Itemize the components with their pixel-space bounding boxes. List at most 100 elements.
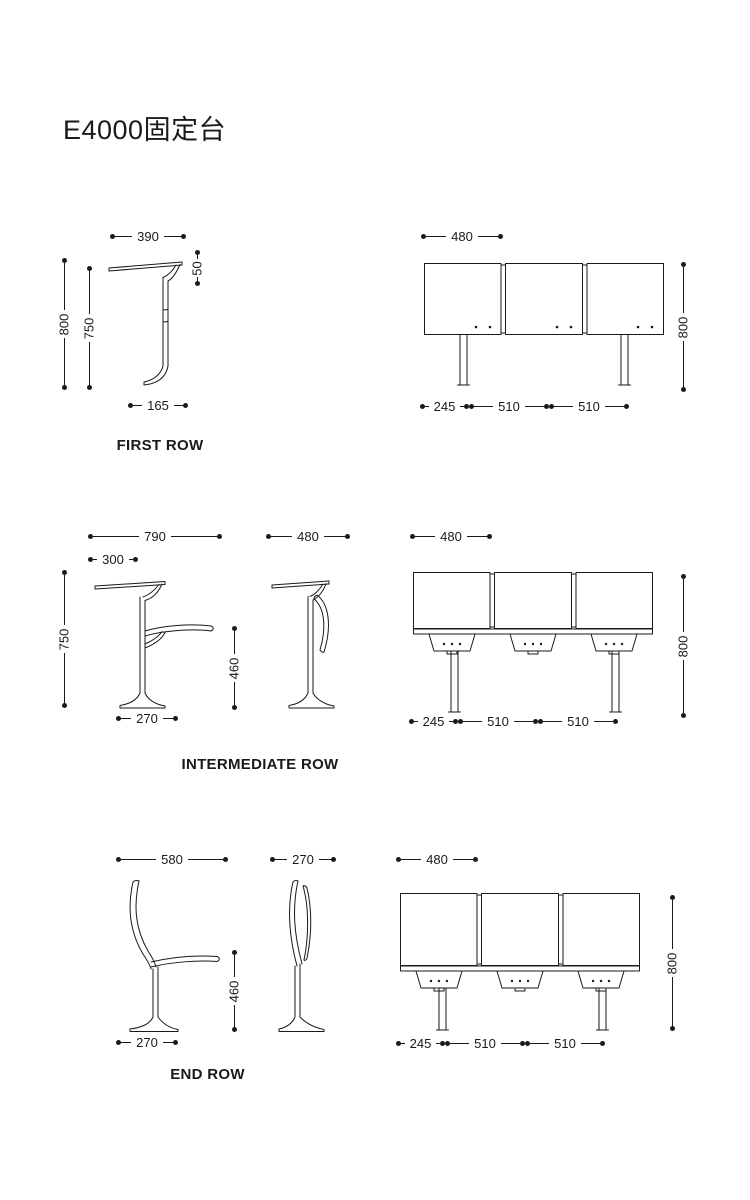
- dim-dot: [538, 718, 543, 724]
- dim-label: 800: [56, 313, 72, 335]
- dim-first-side-desk-height: 750: [82, 266, 97, 390]
- dim-label: 510: [487, 713, 509, 729]
- dim-label: 480: [297, 528, 319, 544]
- dim-label: 800: [675, 316, 691, 338]
- dim-end-side-base: 270: [116, 1034, 179, 1050]
- dim-line: [500, 1042, 521, 1044]
- dim-dot: [487, 533, 493, 539]
- dim-label: 800: [675, 635, 691, 657]
- dim-line: [604, 405, 625, 407]
- dim-end-front-pitch-a: 510: [445, 1035, 526, 1051]
- dim-line: [543, 720, 563, 722]
- dim-line: [173, 404, 184, 406]
- dim-dot: [420, 403, 425, 409]
- dim-line: [593, 720, 614, 722]
- dim-dot: [181, 233, 187, 239]
- intermediate-row-folded-side-view: [271, 580, 335, 709]
- dim-line: [474, 405, 494, 407]
- dim-dot: [410, 533, 415, 539]
- dim-label: 790: [144, 528, 166, 544]
- dim-dot: [116, 715, 121, 721]
- support-column: [307, 583, 327, 694]
- dim-line: [524, 405, 545, 407]
- dim-line: [93, 535, 140, 537]
- dim-label: 800: [664, 952, 680, 974]
- dim-line: [187, 858, 224, 860]
- dim-line: [513, 720, 534, 722]
- beam-rail: [413, 628, 653, 635]
- dim-first-front-pitch-a: 510: [469, 399, 550, 413]
- dim-line: [477, 235, 499, 237]
- support-column: [162, 264, 181, 367]
- dim-dot: [110, 233, 115, 239]
- dim-first-side-base: 165: [128, 398, 189, 412]
- support-column: [139, 583, 163, 694]
- dim-first-front-end-offset: 245: [420, 399, 470, 413]
- dim-intermediate-front-seat-width: 480: [410, 528, 493, 544]
- dim-line: [233, 955, 235, 977]
- dim-end-front-height: 800: [664, 895, 680, 1031]
- dim-first-front-pitch-b: 510: [549, 399, 630, 413]
- seat-back-panels: [413, 572, 653, 629]
- dim-dot: [128, 402, 133, 408]
- dim-label: 390: [137, 228, 159, 244]
- dim-line: [196, 277, 198, 281]
- dim-line: [121, 858, 157, 860]
- dim-dot: [266, 533, 271, 539]
- dim-dot: [680, 387, 686, 392]
- dim-line: [463, 720, 483, 722]
- folded-seat: [313, 594, 329, 653]
- dim-dot: [133, 556, 139, 562]
- folded-seat-pans: [415, 970, 625, 992]
- dim-dot: [680, 713, 686, 718]
- dim-dot: [669, 1026, 675, 1031]
- dim-dot: [345, 533, 351, 539]
- desk-top: [271, 580, 330, 589]
- dim-intermediate-side-seat-height: 460: [227, 626, 242, 710]
- dim-dot: [458, 718, 463, 724]
- dim-line: [233, 1005, 235, 1027]
- dim-dot: [613, 718, 619, 724]
- dim-dot: [217, 533, 223, 539]
- dim-line: [170, 535, 218, 537]
- end-row-front-view: [400, 893, 640, 1031]
- dim-dot: [544, 403, 550, 409]
- dim-dot: [680, 574, 686, 579]
- dim-line: [449, 720, 454, 722]
- dim-dot: [469, 403, 474, 409]
- first-row-front-view: [424, 263, 664, 386]
- dim-dot: [231, 705, 237, 710]
- seat: [144, 624, 214, 649]
- dim-line: [682, 579, 684, 632]
- dim-line: [530, 1042, 550, 1044]
- dim-line: [63, 338, 65, 385]
- dim-label: 270: [136, 1034, 158, 1050]
- dim-line: [682, 341, 684, 387]
- dim-end-folded-depth: 270: [270, 852, 337, 866]
- dim-dot: [173, 1039, 179, 1045]
- intermediate-row-side-view: [94, 581, 214, 709]
- dim-line: [163, 235, 182, 237]
- support-column: [152, 966, 159, 1018]
- seat-back-panels: [400, 893, 640, 966]
- dim-line: [671, 900, 673, 949]
- dim-dot: [600, 1040, 606, 1046]
- dim-dot: [624, 403, 630, 409]
- dim-line: [133, 404, 143, 406]
- end-row-folded-side-view: [278, 879, 325, 1032]
- dim-label: 510: [474, 1035, 496, 1051]
- dim-line: [452, 858, 474, 860]
- dim-line: [580, 1042, 601, 1044]
- folded-seat: [302, 885, 312, 961]
- dim-intermediate-front-pitch-a: 510: [458, 713, 539, 729]
- desk-top: [108, 261, 183, 272]
- dim-end-side-depth: 580: [116, 852, 229, 866]
- dim-end-front-pitch-b: 510: [525, 1036, 606, 1050]
- dim-dot: [116, 1039, 121, 1045]
- dim-dot: [86, 266, 92, 271]
- dim-dot: [194, 250, 200, 255]
- modesty-panels: [424, 263, 664, 335]
- dim-label: 480: [440, 528, 462, 544]
- dim-first-side-height: 800: [56, 258, 72, 390]
